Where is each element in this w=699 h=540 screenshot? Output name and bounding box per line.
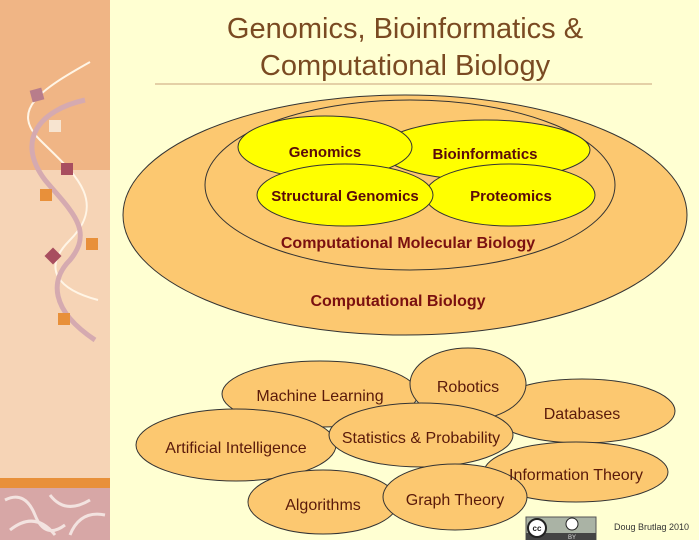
structural-genomics-ellipse [256,163,434,227]
outer-label: Computational Biology [310,293,485,310]
svg-text:cc: cc [533,524,542,533]
graph-theory-label: Graph Theory [406,492,504,509]
robotics-label: Robotics [437,379,499,396]
middle-label: Computational Molecular Biology [281,235,535,252]
title-line-1: Genomics, Bioinformatics & [227,13,583,45]
graph-theory-ellipse [382,463,528,531]
cc-by-license-badge[interactable]: cc BY [525,516,597,540]
cc-icon [527,518,547,538]
statistics-probability-label: Statistics & Probability [342,430,500,447]
attribution-icon [565,517,579,531]
machine-learning-label: Machine Learning [256,388,383,405]
algorithms-label: Algorithms [285,497,361,514]
proteomics-label: Proteomics [470,188,552,205]
artificial-intelligence-label: Artificial Intelligence [165,440,307,457]
side-decoration [0,0,110,540]
svg-text:BY: BY [568,535,576,540]
structural-genomics-label: Structural Genomics [271,188,419,205]
genomics-label: Genomics [289,144,362,161]
information-theory-label: Information Theory [509,467,643,484]
author-credit: Doug Brutlag 2010 [614,522,689,532]
statistics-probability-ellipse [328,402,514,468]
title-line-2: Computational Biology [260,50,551,82]
databases-label: Databases [544,406,621,423]
bioinformatics-label: Bioinformatics [432,146,537,163]
